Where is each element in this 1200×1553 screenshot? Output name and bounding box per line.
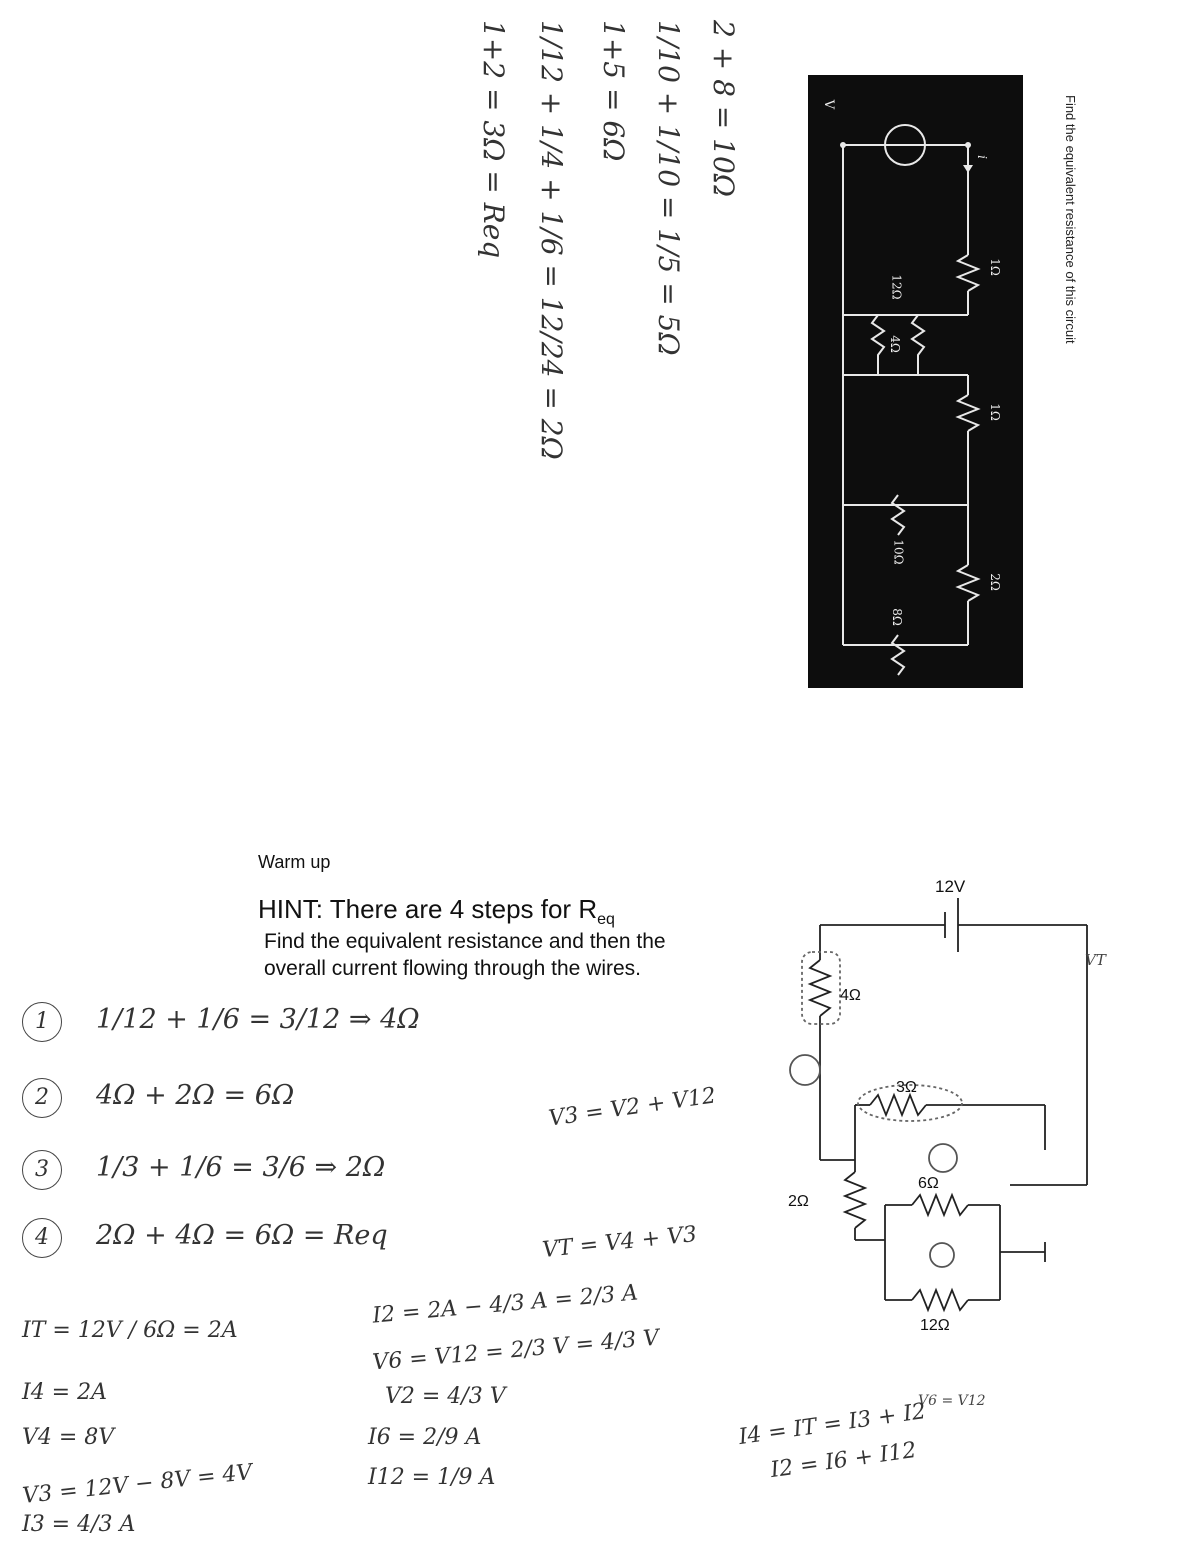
v6-v12-note: V6 = V12	[918, 1393, 986, 1409]
calc-line: V2 = 4/3 V	[385, 1384, 506, 1409]
handwritten-line: 1+2 = 3Ω = Req	[477, 20, 510, 259]
calc-line: I2 = 2A − 4/3 A = 2/3 A	[371, 1280, 639, 1329]
step-4: 4 2Ω + 4Ω = 6Ω = Req	[22, 1218, 388, 1258]
calc-line: IT = 12V / 6Ω = 2A	[22, 1318, 238, 1343]
handwritten-line: 1+5 = 6Ω	[597, 20, 630, 162]
resistor-label-4ohm-b: 4Ω	[840, 987, 861, 1004]
hint-subscript: eq	[597, 911, 615, 929]
step-text: 2Ω + 4Ω = 6Ω = Req	[96, 1220, 388, 1251]
resistor-label-6ohm: 6Ω	[918, 1175, 939, 1192]
step-number: 4	[22, 1218, 62, 1258]
calc-line: I12 = 1/9 A	[368, 1465, 496, 1490]
source-label: V	[821, 99, 837, 110]
top-circuit-svg	[840, 124, 981, 676]
top-circuit-diagram: V i 1Ω 12Ω 4Ω 1Ω 10Ω 2Ω 8Ω	[808, 75, 1023, 688]
step-number: 3	[22, 1150, 62, 1190]
calc-line: V3 = 12V − 8V = 4V	[21, 1460, 254, 1509]
hint-title: HINT: There are 4 steps for Req	[258, 894, 615, 929]
calc-line: V6 = V12 = 2/3 V = 4/3 V	[371, 1325, 661, 1376]
vt-note: VT	[1085, 951, 1107, 969]
step-number: 2	[22, 1078, 62, 1118]
step-2: 2 4Ω + 2Ω = 6Ω	[22, 1078, 294, 1118]
step-text: 1/3 + 1/6 = 3/6 ⇒ 2Ω	[96, 1152, 386, 1183]
side-note: V3 = V2 + V12	[547, 1083, 718, 1132]
resistor-label-3ohm: 3Ω	[896, 1079, 917, 1096]
resistor-label-4ohm: 4Ω	[887, 335, 902, 353]
step-text: 1/12 + 1/6 = 3/12 ⇒ 4Ω	[96, 1004, 420, 1035]
handwritten-line: 2 + 8 = 10Ω	[707, 20, 740, 197]
current-label: i	[974, 155, 989, 159]
hint-text: HINT: There are 4 steps for R	[258, 894, 598, 924]
step-3: 3 1/3 + 1/6 = 3/6 ⇒ 2Ω	[22, 1150, 385, 1190]
handwritten-line: 1/12 + 1/4 + 1/6 = 12/24 = 2Ω	[535, 20, 568, 460]
resistor-label-1ohm: 1Ω	[987, 258, 1002, 276]
calc-line: I2 = I6 + I12	[768, 1437, 918, 1484]
bottom-circuit-diagram: 12V 4Ω 3Ω 6Ω 2Ω 12Ω VT V6 = V12	[788, 877, 1107, 1409]
resistor-label-1ohm-b: 1Ω	[987, 403, 1002, 421]
side-note: VT = V4 + V3	[541, 1221, 699, 1264]
calc-line: I3 = 4/3 A	[22, 1512, 136, 1537]
handwritten-line: 1/10 + 1/10 = 1/5 = 5Ω	[652, 20, 685, 356]
instructions: Find the equivalent resistance and then …	[264, 928, 666, 982]
step-number: 1	[22, 1002, 62, 1042]
instruction-line: Find the equivalent resistance and then …	[264, 930, 666, 953]
resistor-label-10ohm: 10Ω	[891, 539, 906, 565]
resistor-label-2ohm-b: 2Ω	[788, 1193, 809, 1210]
step-1: 1 1/12 + 1/6 = 3/12 ⇒ 4Ω	[22, 1002, 420, 1042]
top-caption: Find the equivalent resistance of this c…	[1063, 95, 1078, 344]
calc-line: I4 = 2A	[22, 1380, 107, 1405]
resistor-label-12ohm-b: 12Ω	[920, 1317, 950, 1334]
calc-line: V4 = 8V	[22, 1425, 115, 1450]
resistor-label-8ohm: 8Ω	[889, 608, 904, 626]
step-text: 4Ω + 2Ω = 6Ω	[96, 1080, 295, 1111]
calc-line: I6 = 2/9 A	[368, 1425, 482, 1450]
warmup-label: Warm up	[258, 852, 331, 872]
top-handwriting: 2 + 8 = 10Ω 1/10 + 1/10 = 1/5 = 5Ω 1+5 =…	[440, 20, 770, 460]
resistor-label-12ohm: 12Ω	[889, 274, 904, 300]
voltage-label: 12V	[935, 877, 966, 896]
instruction-line: overall current flowing through the wire…	[264, 957, 642, 980]
resistor-label-2ohm: 2Ω	[987, 573, 1002, 591]
